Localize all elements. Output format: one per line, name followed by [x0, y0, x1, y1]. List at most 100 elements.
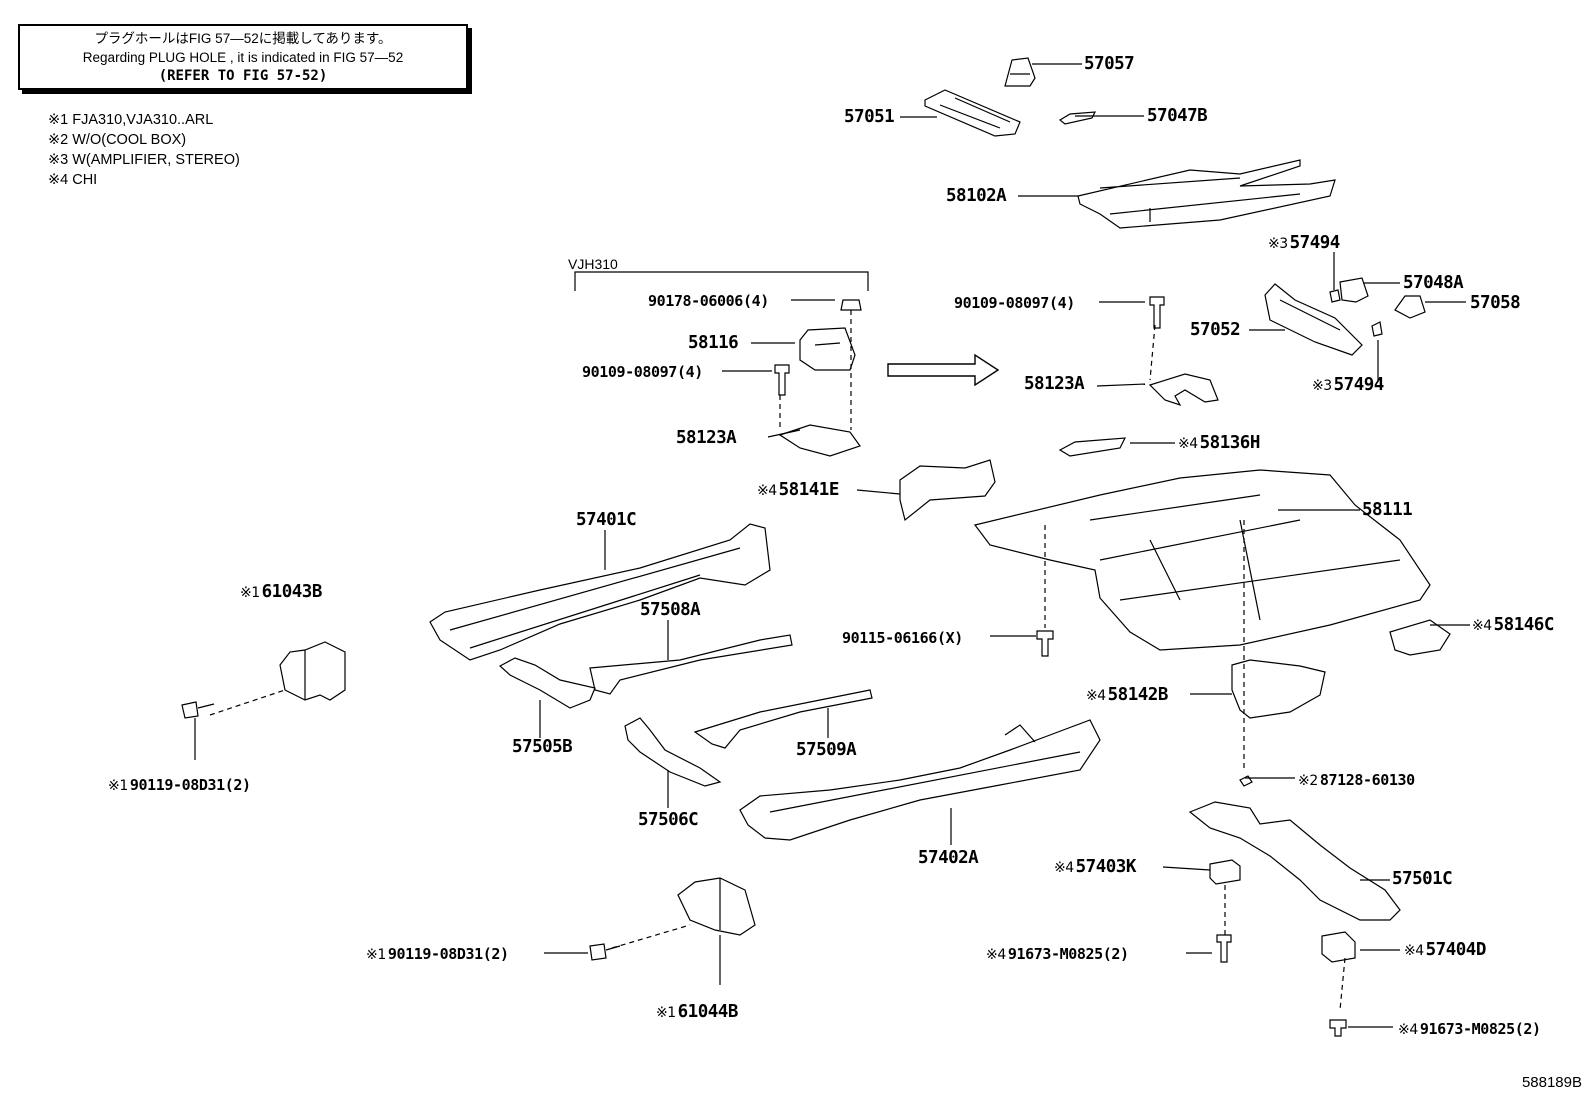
- part-57051-drawing: [924, 89, 1021, 137]
- vjh310-group-bracket: [574, 271, 869, 291]
- fastener-lines: [209, 310, 1346, 1011]
- mark-4: ※4: [757, 483, 777, 499]
- part-57047B-drawing: [1058, 111, 1097, 125]
- label-57401C[interactable]: 57401C: [576, 510, 637, 530]
- variant-legend: ※1 FJA310,VJA310..ARL ※2 W/O(COOL BOX) ※…: [48, 110, 240, 190]
- part-58136H-drawing: [1058, 437, 1127, 457]
- label-90178-06006[interactable]: 90178-06006(4): [648, 292, 769, 310]
- part-58111-drawing: [973, 469, 1431, 651]
- part-61043B-drawing: [279, 641, 346, 701]
- label-57508A[interactable]: 57508A: [640, 600, 701, 620]
- label-90109-08097-right[interactable]: 90109-08097(4): [954, 294, 1075, 312]
- label-58123A-right[interactable]: 58123A: [1024, 374, 1085, 394]
- part-91673-a-bolt-drawing: [1216, 934, 1232, 963]
- label-57505B[interactable]: 57505B: [512, 737, 573, 757]
- label-58111[interactable]: 58111: [1362, 500, 1413, 520]
- label-58142B-text: 58142B: [1107, 685, 1169, 705]
- label-58146C-text: 58146C: [1493, 615, 1555, 635]
- leader-lines: [194, 63, 1470, 1028]
- mark-3: ※3: [1312, 378, 1332, 394]
- mark-4: ※4: [1178, 436, 1198, 452]
- part-57505B-drawing: [498, 657, 596, 709]
- label-57501C[interactable]: 57501C: [1392, 869, 1453, 889]
- legend-item-4: ※4 CHI: [48, 172, 98, 188]
- note-line-english: Regarding PLUG HOLE , it is indicated in…: [82, 50, 404, 65]
- label-57047B[interactable]: 57047B: [1147, 106, 1208, 126]
- label-57048A[interactable]: 57048A: [1403, 273, 1464, 293]
- mark-3: ※3: [1268, 236, 1288, 252]
- mark-1: ※1: [366, 947, 386, 963]
- label-57494-top-text: 57494: [1289, 233, 1341, 253]
- part-57509A-drawing: [693, 689, 873, 749]
- figure-number: 588189B: [1521, 1074, 1582, 1091]
- label-58116[interactable]: 58116: [688, 333, 739, 353]
- label-58141E-text: 58141E: [778, 480, 840, 500]
- label-58102A[interactable]: 58102A: [946, 186, 1007, 206]
- label-57509A[interactable]: 57509A: [796, 740, 857, 760]
- label-57402A[interactable]: 57402A: [918, 848, 979, 868]
- label-57058[interactable]: 57058: [1470, 293, 1521, 313]
- mark-4: ※4: [1398, 1022, 1418, 1038]
- label-90115-06166[interactable]: 90115-06166(X): [842, 629, 963, 647]
- label-57506C[interactable]: 57506C: [638, 810, 699, 830]
- part-57494-top-drawing: [1329, 289, 1341, 303]
- mark-4: ※4: [986, 947, 1006, 963]
- part-57506C-drawing: [624, 717, 722, 787]
- part-57057-drawing: [1004, 57, 1036, 87]
- label-87128-60130-text: 87128-60130: [1319, 771, 1415, 789]
- part-58142B-drawing: [1231, 659, 1326, 719]
- mark-1: ※1: [656, 1005, 676, 1021]
- part-90178-nut-drawing: [840, 299, 862, 311]
- mark-1: ※1: [240, 585, 260, 601]
- label-57051[interactable]: 57051: [844, 107, 895, 127]
- part-90115-bolt-drawing: [1036, 630, 1054, 657]
- part-90109-left-bolt-drawing: [774, 364, 790, 396]
- label-57052[interactable]: 57052: [1190, 320, 1241, 340]
- label-58123A-left[interactable]: 58123A: [676, 428, 737, 448]
- part-87128-clip-drawing: [1239, 775, 1253, 787]
- part-61044B-drawing: [677, 877, 756, 936]
- label-90109-08097-left[interactable]: 90109-08097(4): [582, 363, 703, 381]
- part-57494-bot-drawing: [1371, 321, 1383, 337]
- part-57501C-drawing: [1188, 801, 1401, 921]
- legend-item-3: ※3 W(AMPLIFIER, STEREO): [48, 152, 240, 168]
- part-57048A-drawing: [1339, 277, 1369, 303]
- label-61044B-text: 61044B: [677, 1002, 739, 1022]
- mark-4: ※4: [1404, 943, 1424, 959]
- part-57402A-drawing: [739, 719, 1101, 841]
- part-58123A-left-drawing: [778, 424, 861, 457]
- mark-1: ※1: [108, 778, 128, 794]
- label-57057[interactable]: 57057: [1084, 54, 1135, 74]
- label-91673-M0825-b-text: 91673-M0825(2): [1419, 1020, 1541, 1038]
- label-57403K-text: 57403K: [1075, 857, 1137, 877]
- label-90119-08D31-b-text: 90119-08D31(2): [387, 945, 509, 963]
- part-57508A-drawing: [589, 634, 793, 695]
- direction-arrow: [887, 353, 1000, 387]
- part-57052-drawing: [1264, 283, 1363, 356]
- label-57404D-text: 57404D: [1425, 940, 1487, 960]
- part-57403K-drawing: [1209, 859, 1241, 885]
- label-61043B-text: 61043B: [261, 582, 323, 602]
- part-57058-drawing: [1394, 295, 1426, 319]
- note-line-japanese: プラグホールはFIG 57—52に掲載してあります。: [94, 31, 392, 46]
- mark-4: ※4: [1086, 688, 1106, 704]
- note-refer-line: (REFER TO FIG 57-52): [158, 68, 328, 84]
- part-58102A-drawing: [1077, 159, 1336, 229]
